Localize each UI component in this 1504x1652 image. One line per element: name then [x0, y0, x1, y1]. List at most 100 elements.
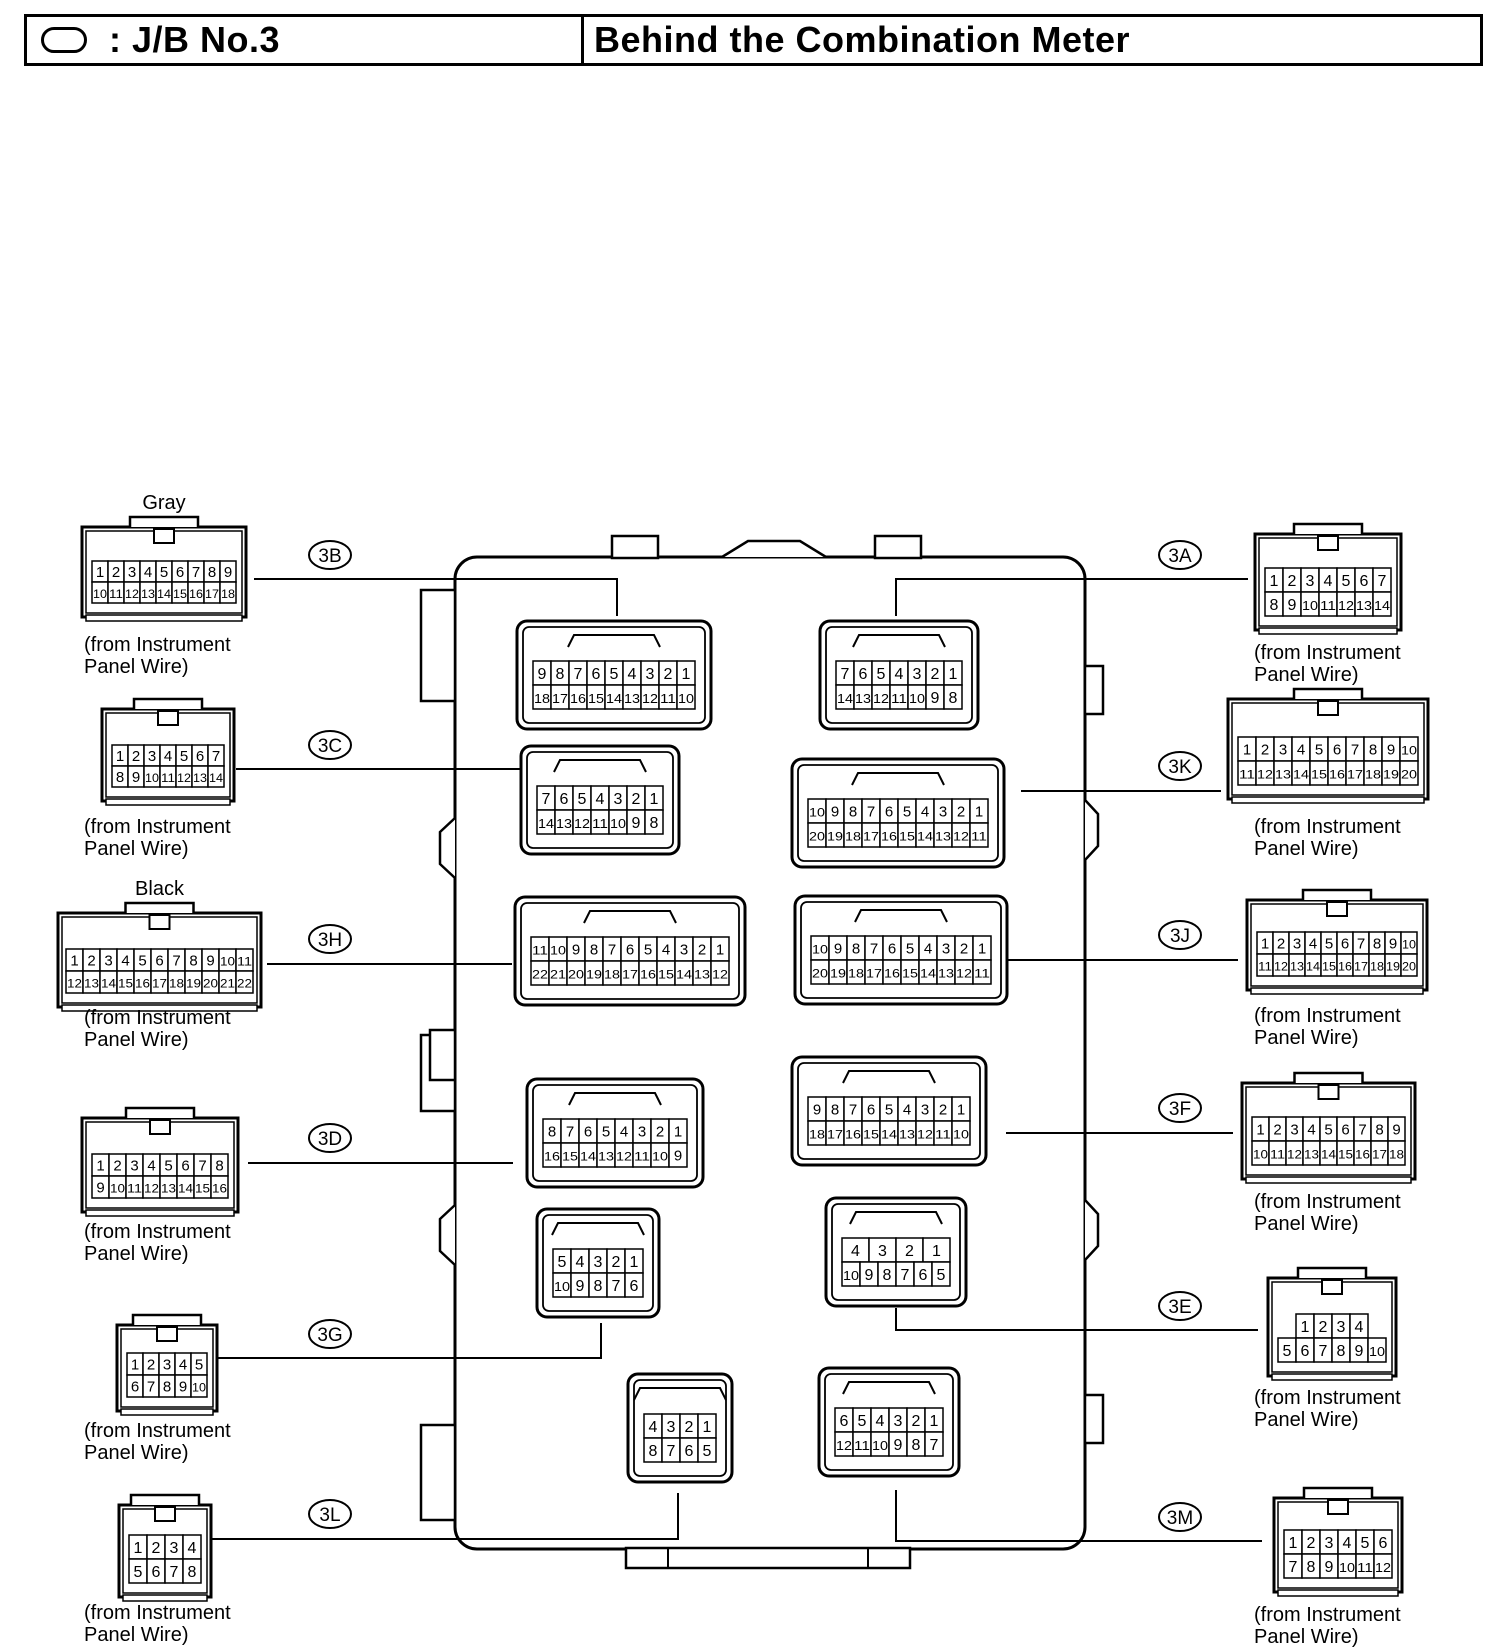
connection-line — [895, 1308, 1258, 1331]
socket-3j-pin-label: 9 — [834, 940, 842, 957]
socket-housing-inner — [800, 901, 1002, 999]
connector-3d-pin-label: 11 — [127, 1182, 142, 1195]
connector-id-oval — [1158, 751, 1202, 781]
socket-3h-pin-label: 2 — [698, 941, 706, 958]
connector-lock — [1301, 888, 1373, 900]
socket-3l-pin-label: 5 — [703, 1443, 712, 1460]
connector-3f-pin-label: 17 — [1372, 1148, 1387, 1161]
connector-id-oval — [308, 1319, 352, 1349]
block-side-tab — [1083, 664, 1105, 716]
connector-id-oval — [1158, 540, 1202, 570]
connector-lock — [1292, 522, 1364, 534]
connector-3b-pin-label: 9 — [224, 564, 232, 581]
socket-3e-pin-cell — [931, 1261, 951, 1287]
socket-3d-pin-label: 8 — [548, 1123, 556, 1140]
connector-3k-pin-label: 19 — [1383, 768, 1399, 781]
socket-3a-pin-label: 12 — [873, 692, 889, 706]
connector-foot — [1258, 627, 1398, 635]
socket-3h-pin-label: 18 — [604, 968, 620, 981]
connector-id-text: 3C — [318, 736, 342, 757]
socket-3k-pin-label: 3 — [939, 803, 947, 820]
socket-3k-pin-label: 20 — [809, 830, 826, 843]
socket-3a-pin-cell — [943, 684, 963, 710]
connector-3m-pin-label: 7 — [1289, 1559, 1298, 1576]
socket-key — [842, 1070, 936, 1084]
socket-3b-pin-label: 12 — [642, 692, 658, 706]
connector-3a-pin-label: 2 — [1288, 573, 1297, 590]
connector-latch — [156, 1326, 178, 1342]
socket-3k-pin-label: 19 — [827, 830, 843, 843]
connector-id-label-3a: 3A — [1158, 540, 1202, 570]
connector-3m-pin-label: 1 — [1289, 1535, 1298, 1552]
socket-3g-pin-label: 6 — [630, 1278, 639, 1295]
connector-3g-pin-label: 7 — [147, 1378, 155, 1395]
socket-3h-pin-label: 15 — [658, 968, 675, 981]
wire-source-note: Panel Wire) — [1254, 1409, 1358, 1431]
socket-3c-pin-label: 3 — [614, 791, 623, 808]
connector-id-label-3l: 3L — [308, 1499, 352, 1529]
connector-3j-pin-label: 4 — [1309, 935, 1317, 952]
socket-3h-pin-label: 12 — [712, 968, 728, 981]
connector-3h-pin-label: 17 — [152, 977, 167, 990]
connector-3d-pin-label: 9 — [96, 1179, 104, 1196]
socket-3k-pin-label: 5 — [903, 803, 911, 820]
connector-3g-pin-label: 5 — [195, 1356, 203, 1373]
socket-3m-pin-label: 4 — [876, 1413, 885, 1430]
connector-id-label-3k: 3K — [1158, 751, 1202, 781]
connector-3l-pin-cell — [182, 1558, 202, 1584]
connection-line — [254, 578, 618, 616]
connector-3g-pin-label: 10 — [192, 1381, 207, 1394]
connector-3m-pin-label: 5 — [1361, 1535, 1370, 1552]
socket-3h-pin-label: 4 — [662, 941, 670, 958]
connector-foot — [105, 798, 231, 806]
socket-3c-pin-label: 13 — [556, 817, 572, 831]
connector-3k-pin-label: 10 — [1401, 744, 1418, 757]
connector-3d-pin-label: 3 — [130, 1157, 138, 1174]
wire-source-note: Panel Wire) — [1254, 1027, 1358, 1049]
connector-3k-pin-label: 7 — [1351, 741, 1359, 758]
connector-3k-pin-label: 11 — [1239, 768, 1255, 781]
socket-housing-inner — [542, 1214, 654, 1312]
socket-3j-pin-label: 2 — [960, 940, 968, 957]
socket-3h-pin-label: 19 — [586, 968, 602, 981]
connector-3a-pin-label: 9 — [1288, 597, 1297, 614]
socket-3c-pin-label: 14 — [538, 817, 554, 831]
socket-3k-pin-label: 10 — [809, 806, 826, 819]
connector-3b-pin-label: 10 — [93, 588, 108, 601]
connector-3g-pin-label: 2 — [147, 1356, 155, 1373]
connector-3j-pin-label: 20 — [1402, 960, 1417, 973]
socket-3h-pin-label: 20 — [568, 968, 585, 981]
connector-3c-pin-label: 9 — [132, 769, 140, 786]
socket-key — [583, 910, 677, 924]
connector-3l-pin-label: 5 — [134, 1564, 143, 1581]
socket-housing-inner — [633, 1379, 727, 1477]
connector-3a-pin-label: 5 — [1342, 573, 1351, 590]
socket-3b-pin-label: 1 — [682, 666, 691, 683]
connector-3k-pin-label: 9 — [1387, 741, 1395, 758]
connector-id-text: 3D — [318, 1129, 342, 1150]
connector-3d-pin-label: 6 — [181, 1157, 189, 1174]
connector-foot — [1271, 1373, 1393, 1381]
socket-3c-pin-label: 1 — [650, 791, 659, 808]
connector-id-oval — [1158, 1291, 1202, 1321]
connector-3e-pin-label: 8 — [1337, 1343, 1346, 1360]
socket-key — [851, 772, 945, 786]
connector-3m-pin-label: 6 — [1379, 1535, 1388, 1552]
connector-3b-pin-label: 13 — [141, 588, 155, 601]
socket-3g-pin-label: 7 — [612, 1278, 621, 1295]
connector-3a-pin-cell — [1372, 591, 1392, 617]
connector-lock — [1292, 687, 1364, 699]
connector-3d-pin-label: 13 — [161, 1182, 176, 1195]
wire-source-note: Panel Wire) — [1254, 838, 1358, 860]
socket-3h-pin-cell — [710, 960, 730, 986]
socket-3c-pin-label: 12 — [574, 817, 590, 831]
socket-3a-pin-label: 1 — [949, 666, 958, 683]
connector-3c-pin-label: 6 — [196, 748, 204, 765]
connector-latch — [1317, 1084, 1340, 1100]
